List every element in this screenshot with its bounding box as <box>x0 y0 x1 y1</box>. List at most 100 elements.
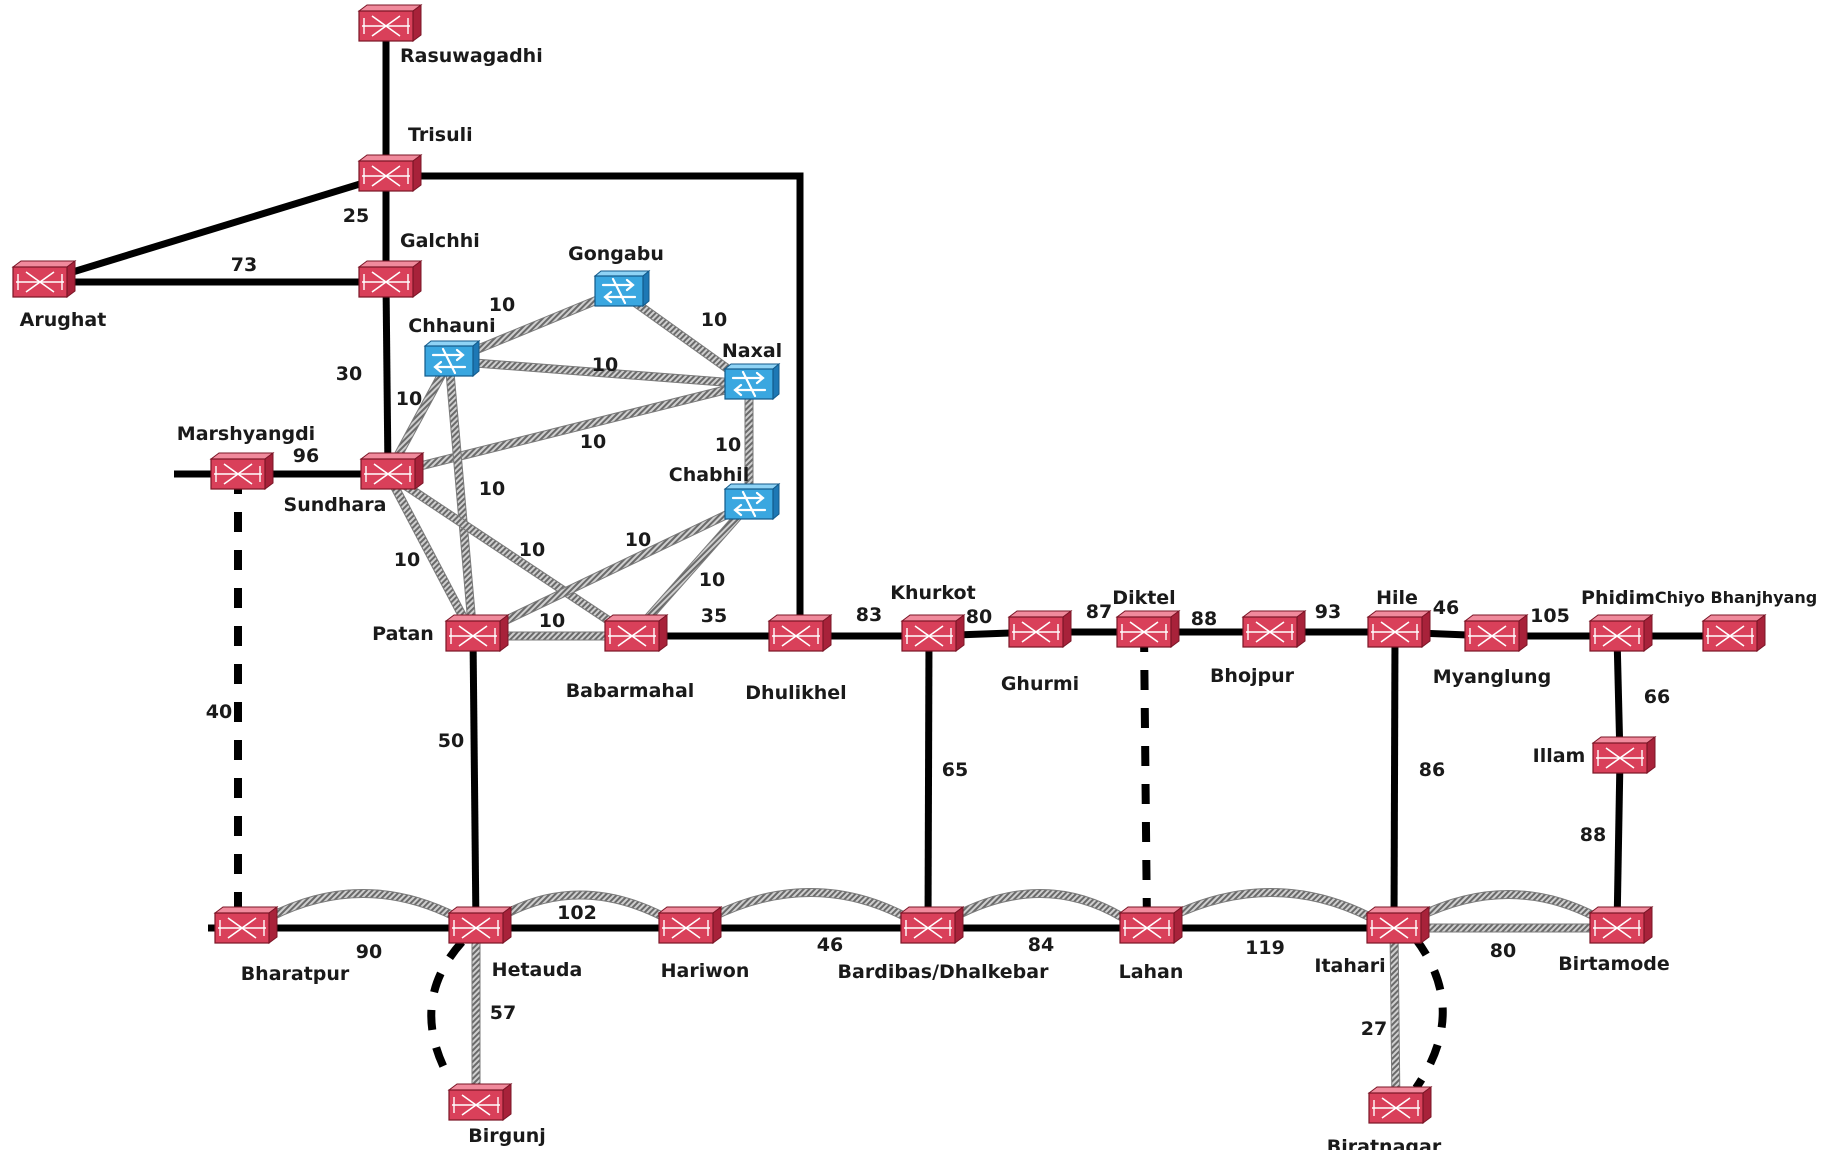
router-icon-dhulikhel[interactable] <box>767 614 833 652</box>
switch-arrows <box>731 490 767 518</box>
router-icon-phidim[interactable] <box>1588 614 1654 652</box>
link-weight-marshyangdi-sundhara: 96 <box>293 445 319 467</box>
node-label-birtamode: Birtamode <box>1558 953 1670 975</box>
link-weight-galchhi-arughat: 73 <box>231 254 257 276</box>
router-cross <box>1021 621 1051 643</box>
router-icon-lahan[interactable] <box>1118 906 1184 944</box>
router-side <box>268 906 278 944</box>
node-label-arughat: Arughat <box>20 309 107 331</box>
link-weight-khurkot-bardibas: 65 <box>942 759 968 781</box>
router-icon-itahari[interactable] <box>1365 906 1431 944</box>
node-label-babarmahal: Babarmahal <box>566 680 695 702</box>
link-weight-marshyangdi-bharatpur: 40 <box>206 701 232 723</box>
router-side <box>502 906 512 944</box>
router-cross <box>371 15 401 37</box>
link-sundhara-babarmahal <box>386 471 634 639</box>
router-icon-ghurmi[interactable] <box>1007 610 1073 648</box>
router-cross <box>671 917 701 939</box>
node-label-birgunj: Birgunj <box>468 1125 546 1147</box>
router-top <box>1463 614 1529 622</box>
router-cross <box>781 625 811 647</box>
router-icon-hariwon[interactable] <box>657 906 723 944</box>
link-weight-illam-birtamode: 88 <box>1580 824 1606 846</box>
arc-link <box>1168 889 1372 921</box>
router-side <box>1170 610 1180 648</box>
node-label-galchhi: Galchhi <box>400 230 480 252</box>
switch-icon-chhauni[interactable] <box>423 339 481 378</box>
router-cross <box>914 625 944 647</box>
link-weight-sundhara-babarmahal: 10 <box>519 539 545 561</box>
router-top <box>213 906 279 914</box>
router-icon-chiyo[interactable] <box>1701 614 1767 652</box>
router-top <box>1588 906 1654 914</box>
link-weight-hariwon-bardibas: 46 <box>817 934 843 956</box>
link-weight-patan-babarmahal: 10 <box>539 610 565 632</box>
link-weight-phidim-illam: 66 <box>1644 686 1670 708</box>
router-icon-bharatpur[interactable] <box>213 906 279 944</box>
link-weight-bardibas-lahan: 84 <box>1028 934 1054 956</box>
switch-top <box>593 270 651 277</box>
link-illam-birtamode <box>1613 757 1624 929</box>
link-weight-naxal-sundhara: 10 <box>580 431 606 453</box>
router-icon-khurkot[interactable] <box>900 614 966 652</box>
node-label-rasuwagadhi: Rasuwagadhi <box>400 45 543 67</box>
link-weight-trisuli-galchhi: 25 <box>343 205 369 227</box>
router-top <box>1588 614 1654 622</box>
switch-face <box>724 488 774 520</box>
arc-link <box>427 939 465 1074</box>
link-weight-chabhil-patan: 10 <box>625 529 651 551</box>
router-icon-illam[interactable] <box>1591 736 1657 774</box>
router-side <box>658 614 668 652</box>
router-side <box>412 4 422 42</box>
router-cross <box>371 165 401 187</box>
router-side <box>955 614 965 652</box>
link-diktel-lahan <box>1140 631 1151 929</box>
switch-side <box>772 362 780 401</box>
switch-arrows <box>601 277 637 305</box>
node-label-bharatpur: Bharatpur <box>241 963 350 985</box>
link-weight-galchhi-sundhara: 30 <box>336 363 362 385</box>
link-chabhil-patan <box>471 500 751 640</box>
router-icon-patan[interactable] <box>444 614 510 652</box>
router-icon-arughat[interactable] <box>11 260 77 298</box>
link-weight-sundhara-patan: 10 <box>394 549 420 571</box>
switch-icon-naxal[interactable] <box>723 362 781 401</box>
router-cross <box>1602 917 1632 939</box>
link-weight-khurkot-ghurmi: 80 <box>966 606 992 628</box>
router-icon-sundhara[interactable] <box>359 452 425 490</box>
router-top <box>1367 1086 1433 1094</box>
router-icon-marshyangdi[interactable] <box>209 452 275 490</box>
router-icon-bhojpur[interactable] <box>1241 610 1307 648</box>
router-icon-biratnagar[interactable] <box>1367 1086 1433 1124</box>
arc-link <box>1411 935 1447 1091</box>
router-icon-trisuli[interactable] <box>357 154 423 192</box>
link-weight-chhauni-patan: 10 <box>479 478 505 500</box>
router-cross <box>223 463 253 485</box>
router-icon-diktel[interactable] <box>1115 610 1181 648</box>
router-icon-babarmahal[interactable] <box>603 614 669 652</box>
router-side <box>1518 614 1528 652</box>
node-label-hetauda: Hetauda <box>492 959 583 981</box>
router-top <box>899 906 965 914</box>
switch-icon-chabhil[interactable] <box>723 482 781 521</box>
router-icon-hile[interactable] <box>1366 610 1432 648</box>
switch-icon-gongabu[interactable] <box>593 269 651 308</box>
router-icon-galchhi[interactable] <box>357 260 423 298</box>
link-trisuli-arughat <box>38 172 388 286</box>
router-side <box>412 154 422 192</box>
router-cross <box>1602 625 1632 647</box>
router-side <box>1421 610 1431 648</box>
link-weight-chabhil-babarmahal: 10 <box>699 569 725 591</box>
router-top <box>357 4 423 12</box>
router-icon-birtamode[interactable] <box>1588 906 1654 944</box>
router-icon-hetauda[interactable] <box>447 906 513 944</box>
router-icon-birgunj[interactable] <box>447 1083 513 1121</box>
router-icon-myanglung[interactable] <box>1463 614 1529 652</box>
link-weight-dhulikhel-khurkot: 83 <box>856 604 882 626</box>
router-top <box>209 452 275 460</box>
link-weight-myanglung-phidim: 105 <box>1530 605 1570 627</box>
router-top <box>11 260 77 268</box>
router-icon-rasuwagadhi[interactable] <box>357 4 423 42</box>
router-icon-bardibas[interactable] <box>899 906 965 944</box>
